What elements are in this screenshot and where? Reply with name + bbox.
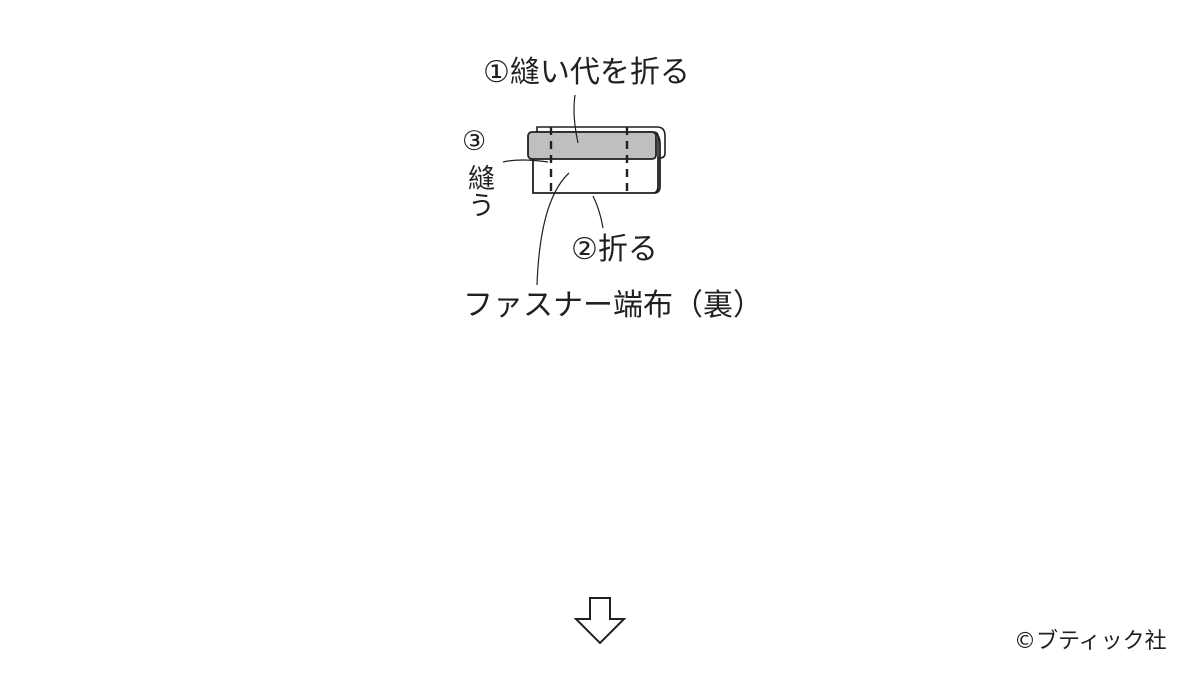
step3-number-label: ③ <box>462 126 487 157</box>
zipper-tape-label: ファスナー端布（裏） <box>463 288 763 323</box>
leader-line-step3 <box>502 159 549 163</box>
fold-edge <box>651 131 661 194</box>
leader-line-zipper-tape <box>536 172 570 286</box>
leader-line-step1 <box>573 94 579 144</box>
step3-sew-label: 縫う <box>463 164 494 218</box>
leader-line-step2 <box>592 195 604 229</box>
copyright-credit: ©ブティック社 <box>1014 629 1167 654</box>
step2-label: ②折る <box>571 232 658 267</box>
down-arrow-icon <box>573 597 627 645</box>
seam-allowance-fold <box>527 131 657 160</box>
step1-label: ①縫い代を折る <box>483 55 690 90</box>
